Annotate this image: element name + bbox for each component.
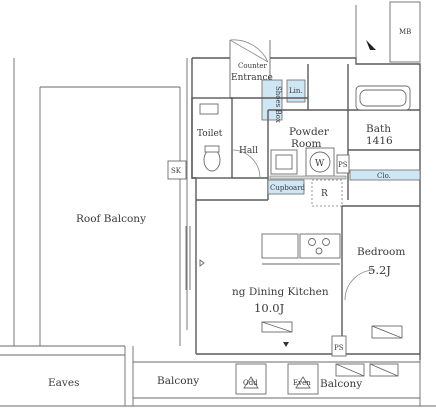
cupboard: [267, 179, 305, 195]
ldk-label: ng Dining Kitchen: [232, 286, 329, 298]
ps-box-upper: [336, 154, 350, 174]
toilet-room: [191, 97, 233, 179]
outer-walls: [191, 1, 421, 360]
ps-box-lower: [331, 335, 347, 357]
kitchen-stove: [299, 233, 341, 259]
balcony-area: [0, 346, 436, 407]
washer-label: W: [315, 159, 325, 169]
roof-balcony-label: Roof Balcony: [76, 213, 146, 225]
bath-size-label: 1416: [366, 135, 393, 147]
bedroom-label: Bedroom: [357, 246, 405, 258]
powder-room: [268, 64, 349, 200]
sk-label: SK: [171, 167, 182, 175]
hall-label: Hall: [239, 146, 258, 156]
linen-label: Lin.: [289, 87, 303, 95]
ps-lower-label: PS: [334, 344, 344, 352]
mb-label: MB: [399, 28, 411, 36]
balcony-left-label: Balcony: [157, 375, 199, 387]
odd-label: Odd: [243, 379, 258, 387]
mb-box: [389, 1, 421, 63]
balcony-right-label: Balcony: [320, 378, 362, 390]
cupboard-label: Cupboard: [270, 184, 306, 192]
even-label: Even: [293, 379, 311, 387]
ldk-size-label: 10.0J: [254, 301, 285, 315]
sk-box: [167, 160, 187, 180]
eaves-label: Eaves: [48, 377, 79, 389]
counter-label: Counter: [238, 62, 268, 70]
closet-area: [267, 169, 421, 207]
toilet-label: Toilet: [197, 129, 223, 139]
entrance-label: Entrance: [231, 73, 273, 83]
kitchen-sink: [261, 233, 299, 259]
closet-label: Clo.: [377, 172, 391, 180]
powder-room-label-2: Room: [291, 138, 322, 150]
entrance-area: [229, 39, 309, 121]
roof-balcony-area: [0, 58, 188, 356]
bath-label: Bath: [366, 123, 391, 135]
powder-room-label-1: Powder: [289, 126, 330, 138]
bedroom-size-label: 5.2J: [368, 263, 391, 277]
shoes-box-label: Shoes Box: [274, 86, 282, 123]
bedroom-room: [331, 205, 420, 357]
north-arrow-icon: [366, 40, 376, 50]
refrigerator-label: R: [321, 189, 328, 199]
ps-upper-label: PS: [338, 161, 348, 169]
bath-room: [336, 85, 420, 174]
ldk-room: [185, 199, 343, 354]
closet: [349, 169, 421, 181]
linen-closet: [286, 79, 306, 103]
